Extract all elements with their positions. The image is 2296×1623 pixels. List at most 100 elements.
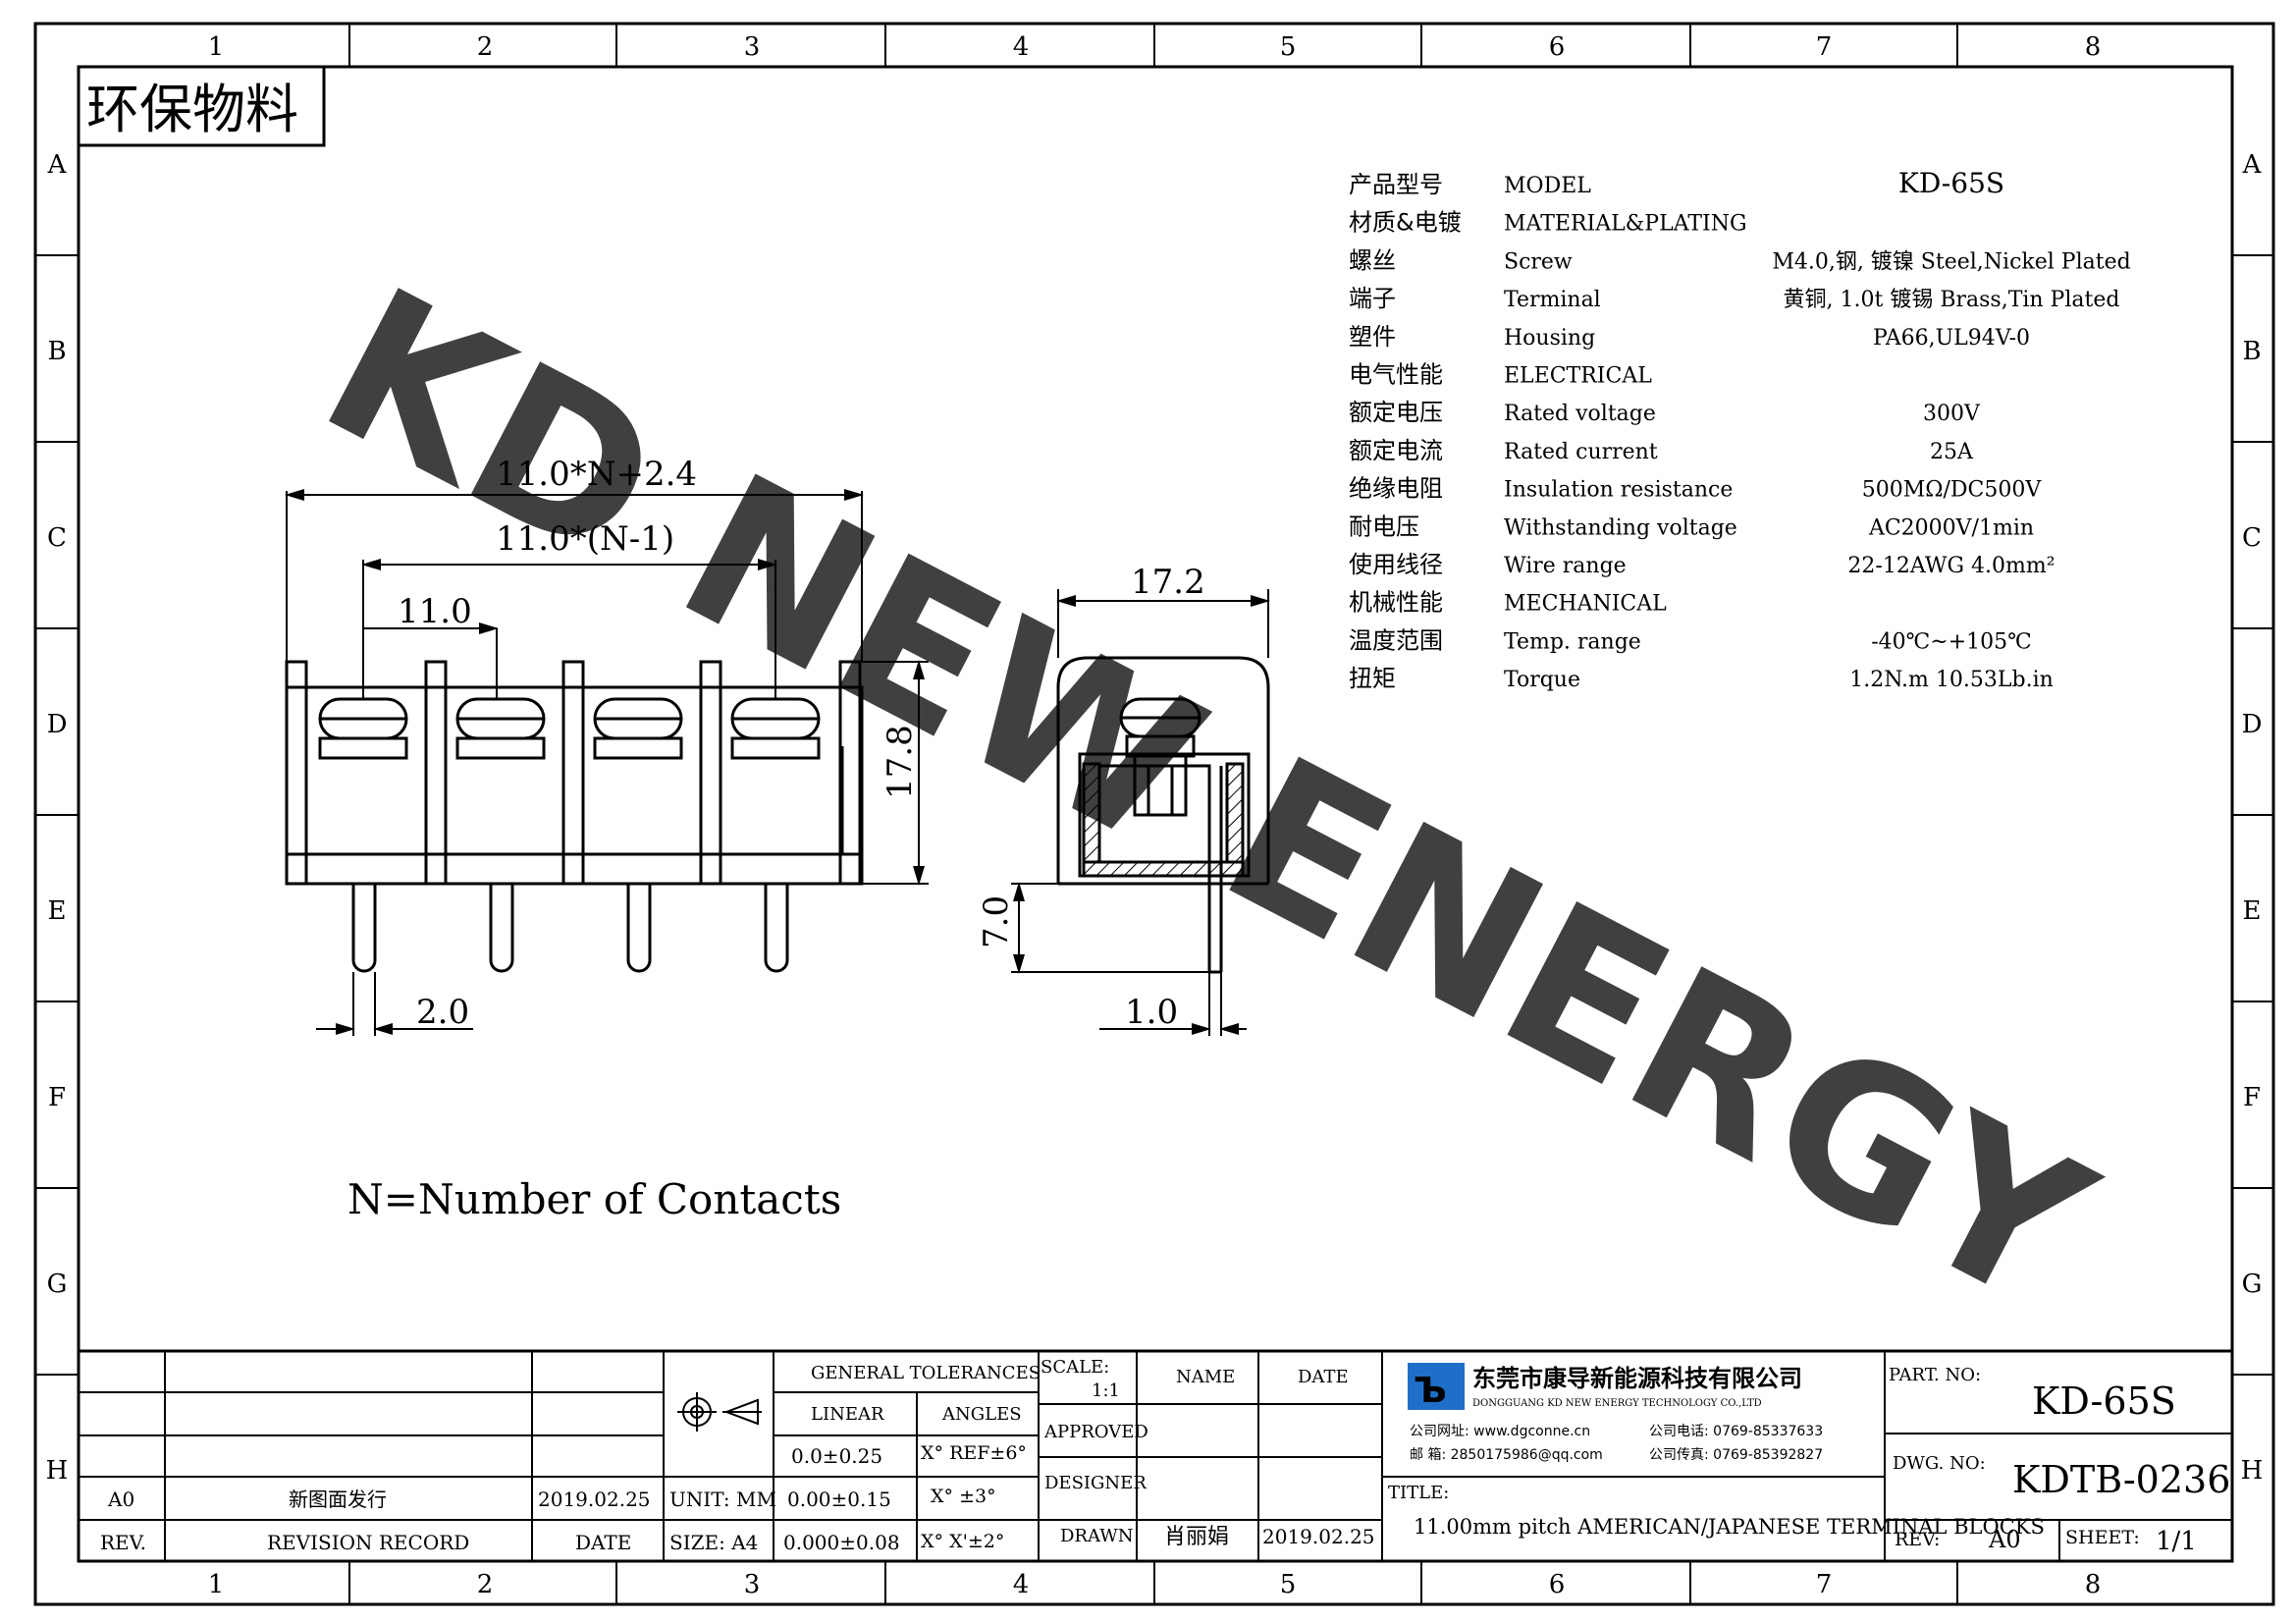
spec-label-en: Temp. range [1504,629,1641,654]
rev-header: REV. [100,1531,146,1554]
dim-pin-thickness: 1.0 [1125,993,1178,1032]
col-label-top: 6 [1549,32,1566,62]
unit: UNIT: MM [669,1488,776,1511]
col-label-bottom: 3 [744,1570,761,1599]
spec-label-cn: 材质&电镀 [1349,209,1462,237]
spec-label-cn: 螺丝 [1349,246,1396,274]
spec-value: 25A [1930,440,1974,464]
spec-label-cn: 塑件 [1349,323,1396,351]
col-label-top: 5 [1280,32,1297,62]
row-label-right: E [2243,896,2262,926]
date-label: DATE [1298,1367,1349,1387]
spec-label-cn: 端子 [1349,285,1396,312]
col-label-bottom: 2 [477,1570,494,1599]
col-label-bottom: 5 [1280,1570,1297,1599]
contacts-note: N=Number of Contacts [347,1175,841,1223]
company-fax: 公司传真: 0769-85392827 [1649,1447,1823,1463]
pins [351,884,789,973]
spec-value: 500MΩ/DC500V [1862,478,2043,503]
spec-label-cn: 绝缘电阻 [1349,475,1443,503]
spec-label-en: Insulation resistance [1504,478,1733,503]
dimension-labels: 11.0*N+2.4 11.0*(N-1) 11.0 17.8 2.0 17.2… [398,455,1205,1032]
row-label-right: B [2242,337,2261,366]
rev-date-header: DATE [575,1531,631,1554]
dim-side-width: 17.2 [1131,563,1205,602]
part-no-label: PART. NO: [1889,1365,1981,1385]
eco-badge: 环保物料 [86,79,298,140]
scale: 1:1 [1092,1380,1120,1401]
angle-3: X° X'±2° [921,1531,1004,1552]
spec-label-cn: 耐电压 [1349,513,1419,540]
spec-label-en: MECHANICAL [1504,592,1667,617]
dwg-no: KDTB-0236 [2012,1458,2230,1501]
dim-pin-length: 7.0 [977,895,1016,948]
spec-label-en: Wire range [1504,554,1627,578]
spec-label-en: Rated voltage [1504,402,1656,426]
company-email: 邮 箱: 2850175986@qq.com [1410,1447,1603,1463]
col-label-top: 4 [1013,32,1030,62]
row-label-right: A [2242,150,2263,180]
spec-label-cn: 额定电流 [1349,437,1443,464]
spec-label-en: ELECTRICAL [1504,364,1652,389]
dim-overall: 11.0*N+2.4 [496,455,697,494]
front-view [285,660,864,973]
size: SIZE: A4 [669,1531,758,1554]
row-label-left: C [47,523,67,553]
title-block [77,1349,2234,1563]
spec-label-cn: 机械性能 [1349,589,1443,617]
name-label: NAME [1176,1367,1235,1387]
spec-label-en: MATERIAL&PLATING [1504,212,1747,237]
rev-record: 新图面发行 [289,1488,387,1511]
angle-1: X° REF±6° [921,1442,1027,1464]
side-view [1056,656,1270,974]
spec-label-cn: 产品型号 [1349,171,1443,198]
logo-mark [1408,1363,1465,1410]
col-label-top: 1 [208,32,225,62]
spec-value: 1.2N.m 10.53Lb.in [1849,668,2054,692]
row-label-right: H [2241,1456,2264,1486]
row-label-right: D [2242,710,2263,739]
part-no: KD-65S [2032,1380,2176,1423]
company-logo: Ъ [1408,1363,1465,1411]
spec-value: 300V [1923,402,1981,426]
drawn-date: 2019.02.25 [1262,1525,1375,1548]
col-label-bottom: 1 [208,1570,225,1599]
spec-label-en: MODEL [1504,174,1591,198]
drawing-title: 11.00mm pitch AMERICAN/JAPANESE TERMINAL… [1414,1515,2045,1539]
spec-label-en: Torque [1504,668,1580,692]
spec-value: KD-65S [1898,167,2004,199]
row-label-left: A [47,150,68,180]
scale-label: SCALE: [1041,1357,1109,1378]
row-label-left: H [46,1456,69,1486]
company-name-en: DONGGUANG KD NEW ENERGY TECHNOLOGY CO.,L… [1472,1398,1762,1409]
linear-1: 0.0±0.25 [791,1444,882,1468]
spec-label-cn: 电气性能 [1349,361,1443,389]
company-website: 公司网址: www.dgconne.cn [1410,1424,1590,1439]
spec-label-cn: 温度范围 [1349,626,1443,654]
col-label-bottom: 7 [1816,1570,1833,1599]
row-label-left: D [47,710,68,739]
col-label-bottom: 4 [1013,1570,1030,1599]
spec-value: 22-12AWG 4.0mm² [1847,554,2055,578]
angle-2: X° ±3° [931,1486,996,1507]
linear-2: 0.00±0.15 [787,1488,891,1511]
dwg-no-label: DWG. NO: [1893,1453,1986,1474]
frame-labels: 1 2 3 4 5 6 7 8 1 2 3 4 5 6 7 8 A B C D … [46,32,2264,1599]
spec-label-cn: 额定电压 [1349,399,1443,426]
linear-3: 0.000±0.08 [783,1531,900,1554]
dim-height: 17.8 [881,725,920,799]
rev-a0: A0 [107,1488,134,1511]
spec-label-cn: 使用线径 [1349,551,1443,578]
rev-value: A0 [1988,1526,2021,1553]
row-label-left: B [47,337,66,366]
linear-label: LINEAR [811,1404,884,1425]
row-label-right: C [2242,523,2262,553]
row-label-left: E [48,896,67,926]
sheet-value: 1/1 [2156,1527,2197,1556]
company-phone: 公司电话: 0769-85337633 [1649,1424,1823,1439]
row-label-left: G [47,1270,68,1299]
spec-label-cn: 扭矩 [1349,665,1396,692]
row-label-right: F [2243,1083,2261,1112]
col-label-bottom: 8 [2085,1570,2102,1599]
